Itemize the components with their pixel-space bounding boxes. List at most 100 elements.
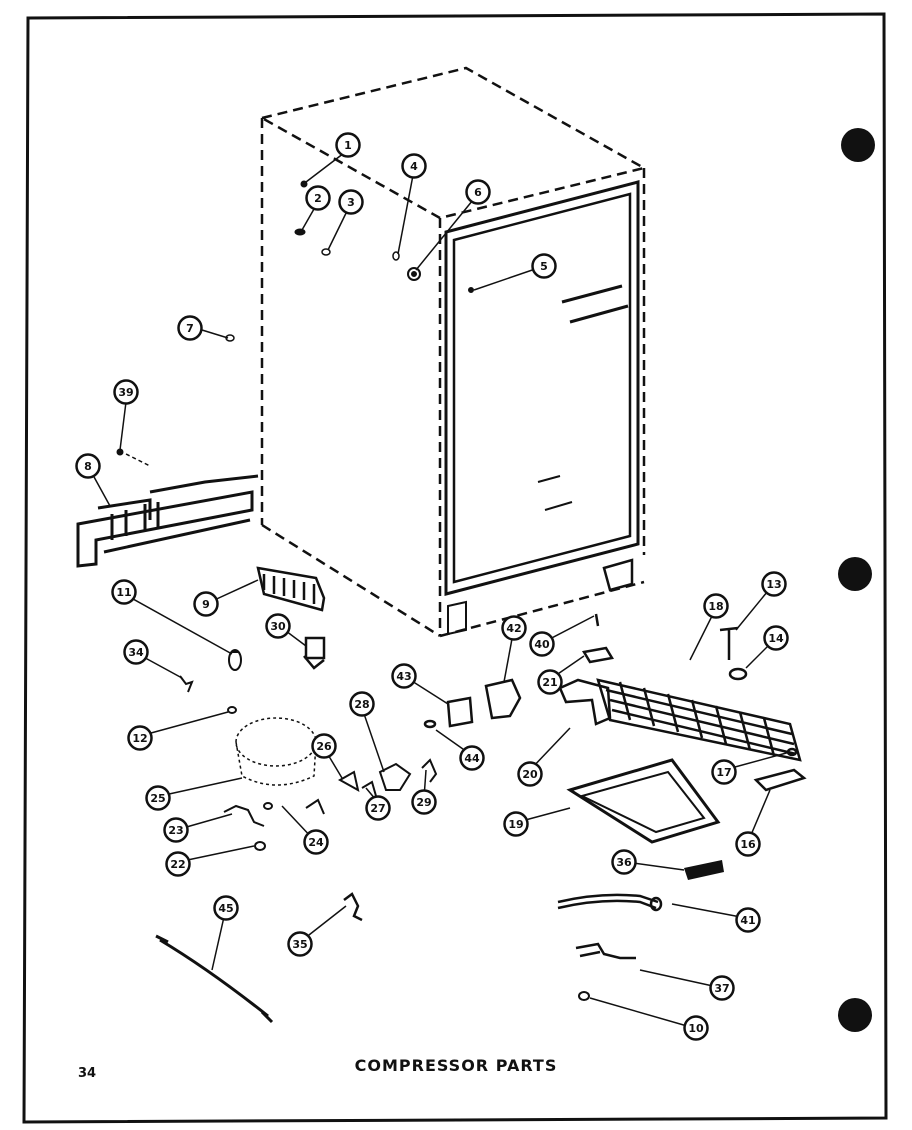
binder-hole-bottom bbox=[838, 998, 872, 1032]
page-number: 34 bbox=[78, 1066, 97, 1081]
callout-36: 36 bbox=[611, 849, 637, 875]
callout-4: 4 bbox=[401, 153, 427, 179]
part-36-pad bbox=[684, 860, 724, 880]
callout-label: 41 bbox=[740, 914, 755, 927]
callout-14: 14 bbox=[763, 625, 789, 651]
callout-label: 28 bbox=[354, 698, 369, 711]
part-19-drain-pan bbox=[566, 758, 721, 844]
parts-40-21-screw-clip bbox=[581, 613, 615, 664]
callout-label: 21 bbox=[542, 676, 557, 689]
part-11-capacitor bbox=[228, 649, 242, 671]
callout-label: 23 bbox=[168, 824, 183, 837]
callout-24: 24 bbox=[303, 829, 329, 855]
callout-26: 26 bbox=[311, 733, 337, 759]
callout-label: 39 bbox=[118, 386, 133, 399]
callout-19: 19 bbox=[503, 811, 529, 837]
part-34-clip bbox=[179, 675, 194, 693]
callout-5: 5 bbox=[531, 253, 557, 279]
callout-label: 7 bbox=[186, 322, 194, 335]
callout-7: 7 bbox=[177, 315, 203, 341]
callout-40: 40 bbox=[529, 631, 555, 657]
callout-27: 27 bbox=[365, 795, 391, 821]
parts-42-44-brackets bbox=[423, 678, 522, 729]
callout-label: 8 bbox=[84, 460, 92, 473]
callout-label: 25 bbox=[150, 792, 165, 805]
callout-label: 2 bbox=[314, 192, 322, 205]
callout-3: 3 bbox=[338, 189, 364, 215]
callout-11: 11 bbox=[111, 579, 137, 605]
callout-6: 6 bbox=[465, 179, 491, 205]
part-41-tube bbox=[557, 893, 663, 912]
callout-label: 4 bbox=[410, 160, 418, 173]
page-border bbox=[22, 12, 888, 1124]
callout-label: 42 bbox=[506, 622, 521, 635]
part-37-tube bbox=[575, 942, 636, 960]
callout-label: 30 bbox=[270, 620, 286, 633]
callout-45: 45 bbox=[213, 895, 239, 921]
callout-13: 13 bbox=[761, 571, 787, 597]
callout-20: 20 bbox=[517, 761, 543, 787]
callout-25: 25 bbox=[145, 785, 171, 811]
callout-41: 41 bbox=[735, 907, 761, 933]
callout-label: 1 bbox=[344, 139, 352, 152]
callout-28: 28 bbox=[349, 691, 375, 717]
callout-8: 8 bbox=[75, 453, 101, 479]
callout-21: 21 bbox=[537, 669, 563, 695]
part-10-cap bbox=[578, 991, 590, 1001]
callout-label: 26 bbox=[316, 740, 332, 753]
cabinet-outline bbox=[258, 66, 648, 638]
part-25-compressor bbox=[235, 717, 317, 786]
callout-label: 5 bbox=[540, 260, 548, 273]
callout-23: 23 bbox=[163, 817, 189, 843]
part-8-bracket bbox=[76, 474, 259, 568]
callout-label: 40 bbox=[534, 638, 550, 651]
callout-label: 18 bbox=[708, 600, 723, 613]
callout-10: 10 bbox=[683, 1015, 709, 1041]
callout-9: 9 bbox=[193, 591, 219, 617]
callout-label: 34 bbox=[128, 646, 144, 659]
callout-42: 42 bbox=[501, 615, 527, 641]
callout-label: 10 bbox=[688, 1022, 704, 1035]
callout-1: 1 bbox=[335, 132, 361, 158]
callout-label: 35 bbox=[292, 938, 307, 951]
callout-12: 12 bbox=[127, 725, 153, 751]
parts-26-29-overload bbox=[337, 758, 438, 797]
callout-label: 13 bbox=[766, 578, 781, 591]
callout-label: 37 bbox=[714, 982, 729, 995]
callout-label: 45 bbox=[218, 902, 233, 915]
callout-35: 35 bbox=[287, 931, 313, 957]
binder-hole-middle bbox=[838, 557, 872, 591]
callout-29: 29 bbox=[411, 789, 437, 815]
callout-label: 29 bbox=[416, 796, 431, 809]
part-30-relay bbox=[303, 636, 326, 670]
part-18-condenser bbox=[596, 678, 802, 762]
callout-label: 3 bbox=[347, 196, 355, 209]
callout-2: 2 bbox=[305, 185, 331, 211]
callout-label: 11 bbox=[116, 586, 131, 599]
callout-label: 43 bbox=[396, 670, 411, 683]
callout-label: 16 bbox=[740, 838, 756, 851]
part-35-clip bbox=[343, 892, 363, 922]
callout-30: 30 bbox=[265, 613, 291, 639]
part-20-bracket bbox=[558, 678, 612, 726]
parts-22-23-24-mounts bbox=[223, 798, 325, 851]
cabinet-hardware bbox=[116, 180, 474, 456]
callout-label: 9 bbox=[202, 598, 210, 611]
callout-18: 18 bbox=[703, 593, 729, 619]
callout-label: 22 bbox=[170, 858, 185, 871]
callout-label: 12 bbox=[132, 732, 147, 745]
callout-label: 36 bbox=[616, 856, 632, 869]
part-12-nut bbox=[227, 706, 237, 714]
callout-label: 6 bbox=[474, 186, 482, 199]
callout-label: 20 bbox=[522, 768, 538, 781]
callout-22: 22 bbox=[165, 851, 191, 877]
cabinet-door-frame bbox=[444, 180, 640, 636]
callout-44: 44 bbox=[459, 745, 485, 771]
part-9-terminal-strip bbox=[256, 566, 326, 612]
callout-label: 24 bbox=[308, 836, 324, 849]
callout-37: 37 bbox=[709, 975, 735, 1001]
callout-34: 34 bbox=[123, 639, 149, 665]
callout-label: 14 bbox=[768, 632, 784, 645]
